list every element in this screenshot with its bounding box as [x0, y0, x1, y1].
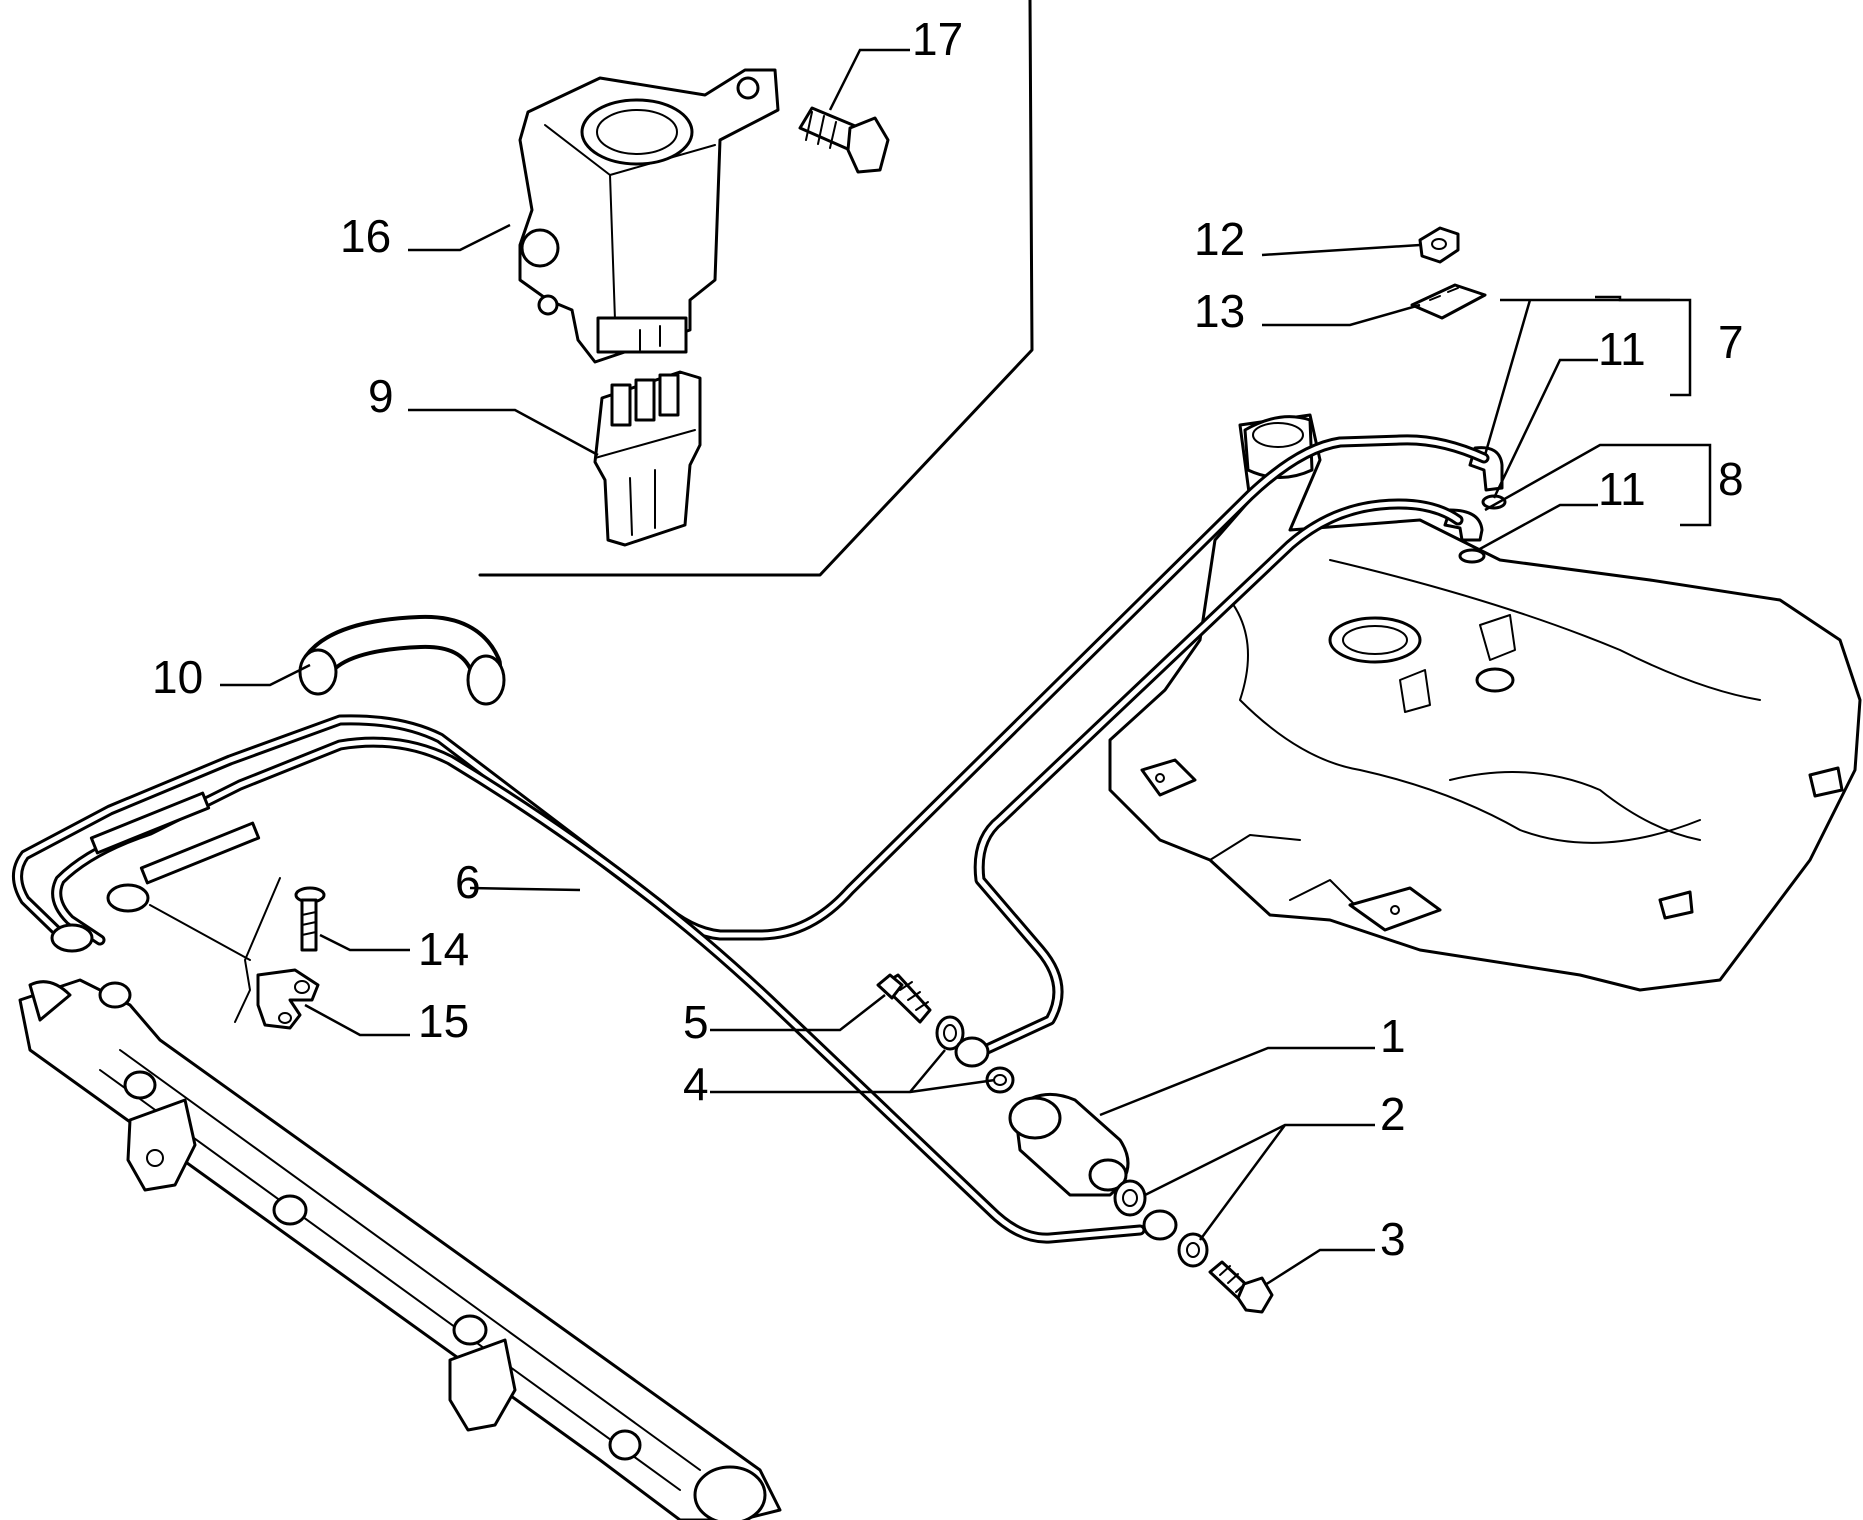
bracket-pointer	[149, 877, 281, 1023]
callout-3: 3	[1380, 1213, 1406, 1265]
fuel-tank	[1108, 413, 1862, 992]
part-6-fuel-lines[interactable]	[12, 434, 1490, 1244]
part-10-hose[interactable]	[298, 614, 506, 706]
callout-17: 17	[912, 13, 963, 65]
part-12-nut[interactable]	[1418, 226, 1460, 264]
callout-10: 10	[152, 651, 203, 703]
callout-16: 16	[340, 210, 391, 262]
callout-7: 7	[1718, 316, 1744, 368]
part-15-bracket[interactable]	[256, 968, 320, 1030]
callout-5: 5	[683, 996, 709, 1048]
inset-border	[478, 0, 1034, 577]
part-13-clip[interactable]	[1410, 283, 1487, 320]
callout-11-upper: 11	[1598, 323, 1646, 375]
callout-2: 2	[1380, 1088, 1406, 1140]
callout-15: 15	[418, 995, 469, 1047]
callout-8: 8	[1718, 453, 1744, 505]
part-9-connector[interactable]	[593, 370, 702, 547]
part-16-valve-body[interactable]	[518, 68, 780, 364]
callout-12: 12	[1194, 213, 1245, 265]
callout-14: 14	[418, 923, 469, 975]
fuel-rail	[18, 978, 782, 1520]
callout-4: 4	[683, 1058, 709, 1110]
part-14-bolt[interactable]	[294, 886, 326, 952]
part-17-bolt[interactable]	[798, 106, 890, 174]
callout-13: 13	[1194, 285, 1245, 337]
part-2-washers[interactable]	[1113, 1179, 1209, 1268]
part-5-bolt[interactable]	[876, 973, 932, 1024]
leader-lines	[220, 48, 1712, 1287]
callout-9: 9	[368, 370, 394, 422]
callout-11-lower: 11	[1598, 463, 1646, 515]
part-3-bolt[interactable]	[1208, 1260, 1274, 1314]
part-4-washers[interactable]	[935, 1015, 1015, 1094]
callout-6: 6	[455, 856, 481, 908]
callout-1: 1	[1380, 1010, 1406, 1062]
part-11-seal-lower[interactable]	[1458, 548, 1486, 564]
part-1-fuel-filter[interactable]	[1008, 1092, 1130, 1197]
